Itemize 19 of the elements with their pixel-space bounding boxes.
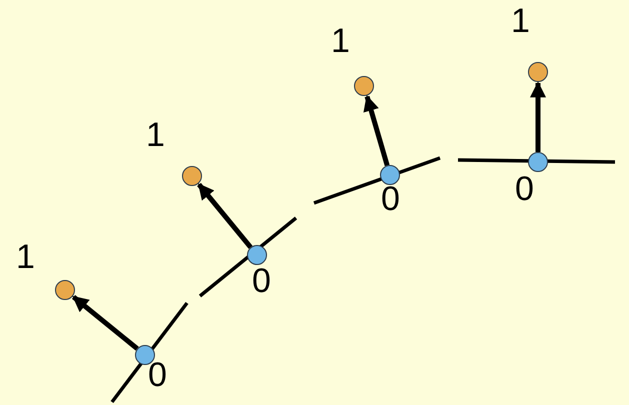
node-value: 0 [252, 264, 271, 298]
circle-node [182, 166, 202, 186]
node-value: 0 [515, 172, 534, 206]
node-value: 1 [511, 4, 530, 38]
circle-node [354, 76, 374, 96]
circle-node [528, 152, 548, 172]
circle-node [528, 62, 548, 82]
arrow [72, 295, 139, 351]
circle-node [380, 165, 400, 185]
arrow [363, 95, 390, 166]
arrow [530, 81, 546, 152]
node-value: 1 [331, 24, 350, 58]
circle-node [55, 280, 75, 300]
node-value: 1 [146, 118, 165, 152]
circle-node [247, 245, 267, 265]
node-value: 0 [148, 358, 167, 392]
arrow [197, 182, 253, 249]
node-value: 0 [381, 182, 400, 216]
node-value: 1 [16, 240, 35, 274]
